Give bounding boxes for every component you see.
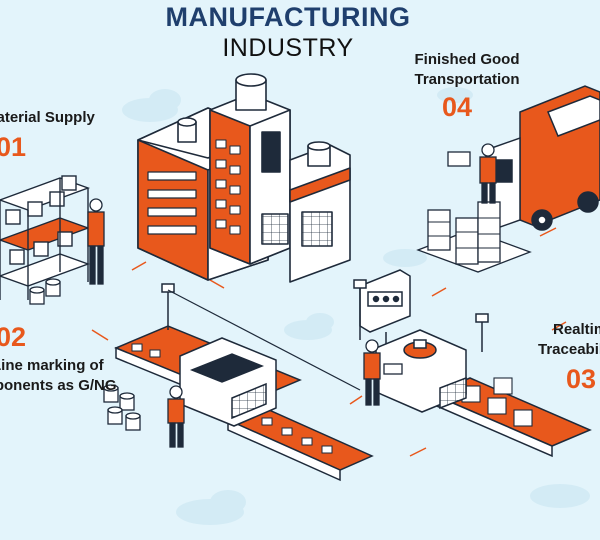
delivery-truck (485, 85, 600, 234)
step-02-label: Line marking of components as G/NG (0, 357, 117, 394)
barrels (103, 384, 141, 431)
material-shelf (0, 175, 91, 300)
worker-figure (363, 339, 403, 406)
cloud-icon (122, 87, 590, 525)
step-03-label: Realtime Traceability (538, 321, 600, 358)
conveyor-belt (430, 377, 592, 458)
connector-arrows (91, 227, 567, 457)
step-04-label: Finished Good Transportation (414, 51, 520, 88)
worker-figure (167, 385, 185, 448)
worker-figure (447, 143, 497, 204)
worker-figure (87, 198, 105, 285)
step-02-number: 02 (0, 322, 27, 352)
step-03-number: 03 (566, 364, 597, 394)
step-01-label: Material Supply (0, 109, 95, 126)
scanner-station (353, 269, 489, 413)
step-04-number: 04 (442, 92, 473, 122)
factory-building (137, 73, 351, 283)
inspection-machine (161, 283, 361, 427)
title: MANUFACTURING (165, 2, 411, 32)
pallet-stack (416, 201, 532, 273)
subtitle: INDUSTRY (222, 34, 354, 62)
step-01-number: 01 (0, 132, 27, 162)
barrels (29, 278, 61, 305)
